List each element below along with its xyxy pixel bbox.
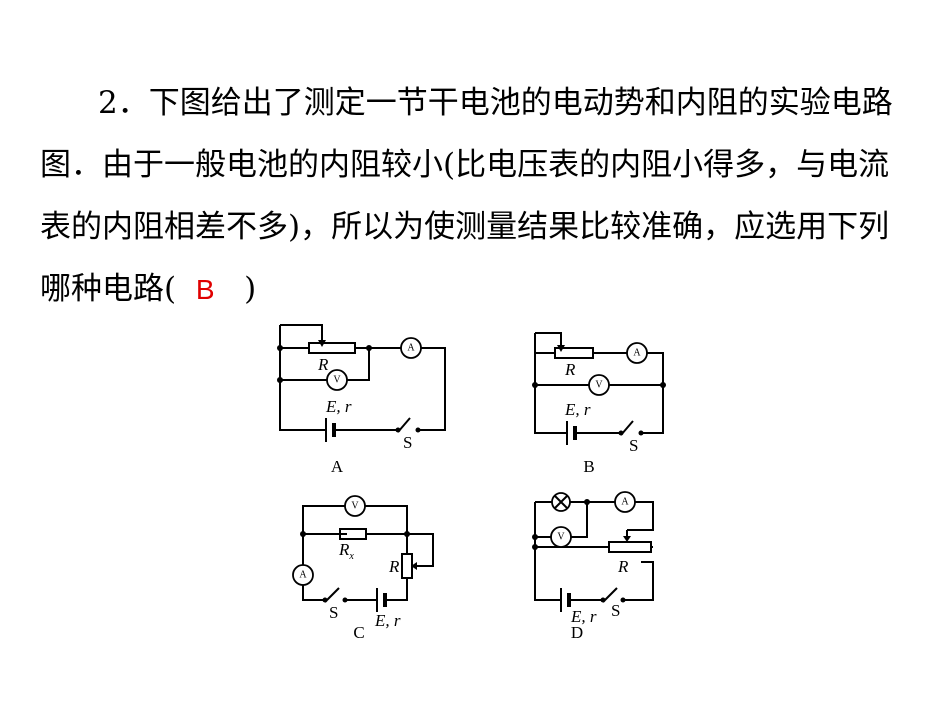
question-line-1: 2．下图给出了测定一节干电池的电动势和内阻的实验电路	[98, 85, 893, 121]
caption-a: A	[331, 457, 344, 476]
svg-text:E, r: E, r	[374, 611, 401, 630]
circuit-c: V A Rx R S E, r C	[285, 492, 445, 646]
caption-c: C	[353, 623, 364, 642]
svg-text:R: R	[317, 355, 329, 374]
voltmeter-icon	[344, 495, 366, 517]
voltmeter-icon	[588, 374, 610, 396]
svg-text:R: R	[388, 557, 400, 576]
voltmeter-icon	[550, 526, 572, 548]
rheostat-r	[401, 553, 413, 579]
svg-text:A: A	[633, 348, 641, 359]
rheostat-r	[608, 541, 652, 553]
svg-text:V: V	[333, 375, 341, 386]
rheostat-r	[554, 347, 594, 359]
resistor-rx	[339, 528, 367, 540]
caption-b: B	[583, 457, 594, 476]
caption-d: D	[571, 623, 583, 642]
ammeter-icon	[614, 491, 636, 513]
circuit-b-diagram: A V R E, r S B	[532, 332, 666, 476]
circuit-a-diagram: A V R E, r S A	[277, 324, 446, 476]
svg-text:S: S	[403, 433, 412, 452]
question-number: 2．	[98, 85, 149, 121]
circuit-d: A V R S E, r D	[525, 482, 675, 646]
circuit-a: A V R E, r S A	[270, 320, 460, 484]
svg-text:V: V	[351, 501, 359, 512]
circuit-d-diagram: A V R S E, r D	[532, 491, 654, 642]
voltmeter-icon	[326, 369, 348, 391]
svg-text:S: S	[629, 436, 638, 455]
svg-text:E, r: E, r	[570, 607, 597, 626]
svg-text:E, r: E, r	[325, 397, 352, 416]
ammeter-icon	[626, 342, 648, 364]
svg-text:S: S	[611, 601, 620, 620]
lamp-cross	[554, 495, 568, 509]
svg-text:E, r: E, r	[564, 400, 591, 419]
answer-mark: B	[195, 274, 215, 305]
circuit-b: A V R E, r S B	[525, 325, 685, 484]
svg-text:A: A	[299, 570, 307, 581]
svg-text:V: V	[557, 532, 565, 543]
rheostat-r	[308, 342, 356, 354]
svg-text:R: R	[564, 360, 576, 379]
circuit-c-diagram: V A Rx R S E, r C	[292, 495, 434, 642]
svg-text:A: A	[407, 343, 415, 354]
svg-text:R: R	[617, 557, 629, 576]
ammeter-icon	[400, 337, 422, 359]
question-line-3: 表的内阻相差不多)，所以为使测量结果比较准确，应选用下列	[40, 209, 890, 245]
question-line-4: 哪种电路( B )	[40, 271, 257, 307]
svg-text:A: A	[621, 497, 629, 508]
question-text: 2．下图给出了测定一节干电池的电动势和内阻的实验电路 图．由于一般电池的内阻较小…	[40, 72, 920, 321]
svg-text:S: S	[329, 603, 338, 622]
svg-text:Rx: Rx	[338, 540, 354, 562]
ammeter-icon	[292, 564, 314, 586]
question-line-2: 图．由于一般电池的内阻较小(比电压表的内阻小得多，与电流	[40, 147, 890, 183]
svg-text:V: V	[595, 380, 603, 391]
